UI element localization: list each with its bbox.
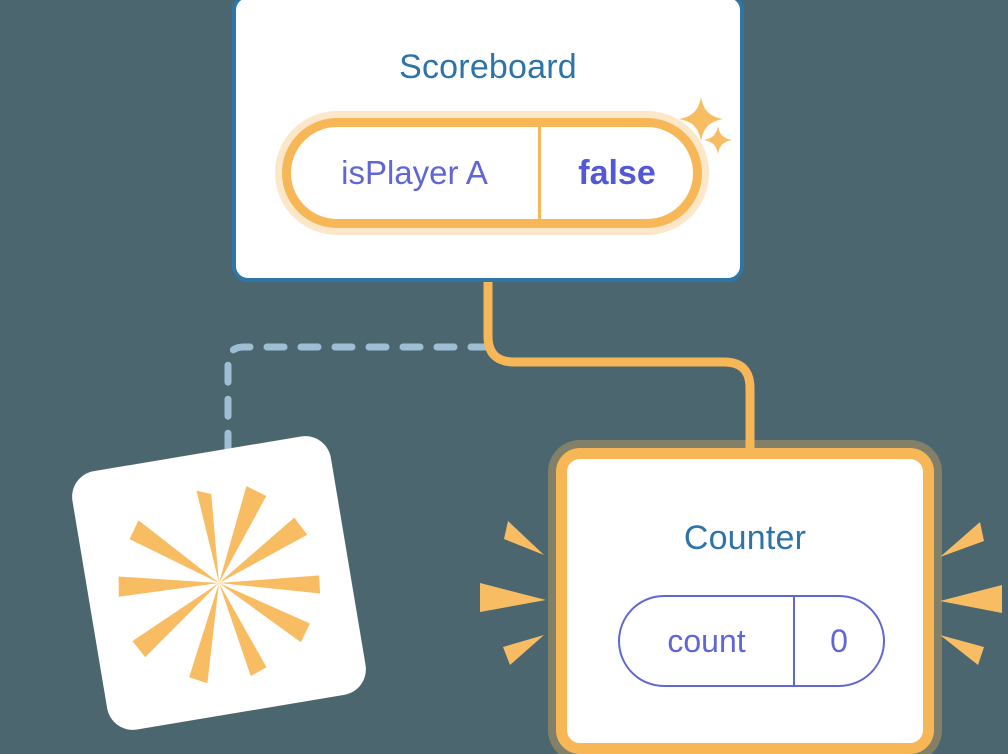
dashed-connector-to-burst: [224, 343, 492, 480]
counter-state-key: count: [620, 597, 795, 685]
solid-connector-to-counter: [483, 278, 755, 460]
counter-state-pill[interactable]: count 0: [618, 595, 885, 687]
burst-rays-icon: [118, 486, 321, 684]
scoreboard-state-key: isPlayer A: [291, 127, 541, 219]
scoreboard-card[interactable]: Scoreboard isPlayer A false: [232, 0, 744, 282]
sparkle-large-icon: [676, 94, 726, 144]
counter-title: Counter: [683, 519, 807, 557]
counter-right-rays-icon: [940, 522, 1002, 665]
counter-left-rays-icon: [480, 521, 546, 665]
burst-card[interactable]: [68, 432, 370, 734]
scoreboard-state-pill[interactable]: isPlayer A false: [282, 118, 702, 228]
scoreboard-title: Scoreboard: [399, 48, 577, 86]
scoreboard-state-value: false: [578, 153, 656, 192]
counter-state-value: 0: [830, 622, 848, 659]
counter-card[interactable]: Counter count 0: [556, 448, 934, 754]
sparkle-small-icon: [702, 124, 734, 156]
